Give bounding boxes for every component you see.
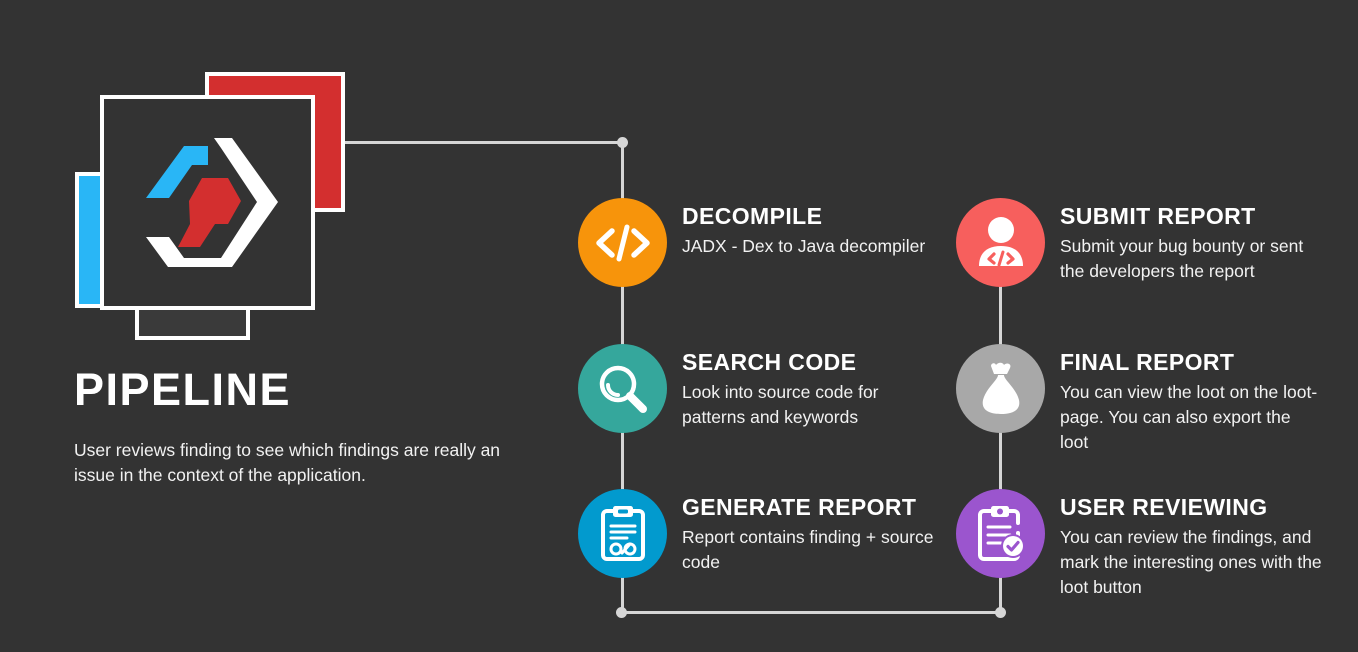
hexagon-key-logo-icon [146,138,278,267]
loot-bag-icon [982,362,1019,414]
submit-report-icon-circle [956,198,1045,287]
final-report-description: You can view the loot on the loot-page. … [1060,381,1318,452]
submit-report-title: SUBMIT REPORT [1060,203,1256,229]
page-title: PIPELINE [74,364,292,415]
submit-report-text: SUBMIT REPORT Submit your bug bounty or … [1060,198,1322,284]
step-submit-report[interactable]: SUBMIT REPORT Submit your bug bounty or … [956,198,1322,287]
decompile-description: JADX - Dex to Java decompiler [682,235,926,256]
generate-report-text: GENERATE REPORT Report contains finding … [682,489,942,575]
search-code-text: SEARCH CODE Look into source code for pa… [682,344,942,430]
user-reviewing-title: USER REVIEWING [1060,494,1268,520]
logo-card-bottom [135,305,250,340]
user-reviewing-icon-circle [956,489,1045,578]
step-generate-report[interactable]: GENERATE REPORT Report contains finding … [578,489,942,578]
magnifier-icon [599,365,647,413]
step-search-code[interactable]: SEARCH CODE Look into source code for pa… [578,344,942,433]
connector-bottom-horizontal [621,611,1001,614]
decompile-text: DECOMPILE JADX - Dex to Java decompiler [682,198,942,259]
connector-top-horizontal [345,141,623,144]
generate-report-icon-circle [578,489,667,578]
user-reviewing-text: USER REVIEWING You can review the findin… [1060,489,1322,599]
final-report-text: FINAL REPORT You can view the loot on th… [1060,344,1322,454]
code-brackets-icon [595,224,650,261]
decompile-icon-circle [578,198,667,287]
clipboard-report-icon [600,505,645,561]
developer-person-icon [978,216,1023,266]
search-code-icon-circle [578,344,667,433]
generate-report-description: Report contains finding + source code [682,526,934,572]
step-final-report[interactable]: FINAL REPORT You can view the loot on th… [956,344,1322,454]
connector-dot-bottom-left [616,607,627,618]
search-code-title: SEARCH CODE [682,349,857,375]
clipboard-check-icon [977,505,1025,561]
final-report-icon-circle [956,344,1045,433]
search-code-description: Look into source code for patterns and k… [682,381,879,427]
submit-report-description: Submit your bug bounty or sent the devel… [1060,235,1304,281]
decompile-title: DECOMPILE [682,203,823,229]
final-report-title: FINAL REPORT [1060,349,1235,375]
generate-report-title: GENERATE REPORT [682,494,917,520]
connector-right-spine [999,270,1002,613]
user-reviewing-description: You can review the findings, and mark th… [1060,526,1322,597]
step-user-reviewing[interactable]: USER REVIEWING You can review the findin… [956,489,1322,599]
page-description: User reviews finding to see which findin… [74,440,501,486]
logo-card-main [100,95,315,310]
step-decompile[interactable]: DECOMPILE JADX - Dex to Java decompiler [578,198,942,287]
